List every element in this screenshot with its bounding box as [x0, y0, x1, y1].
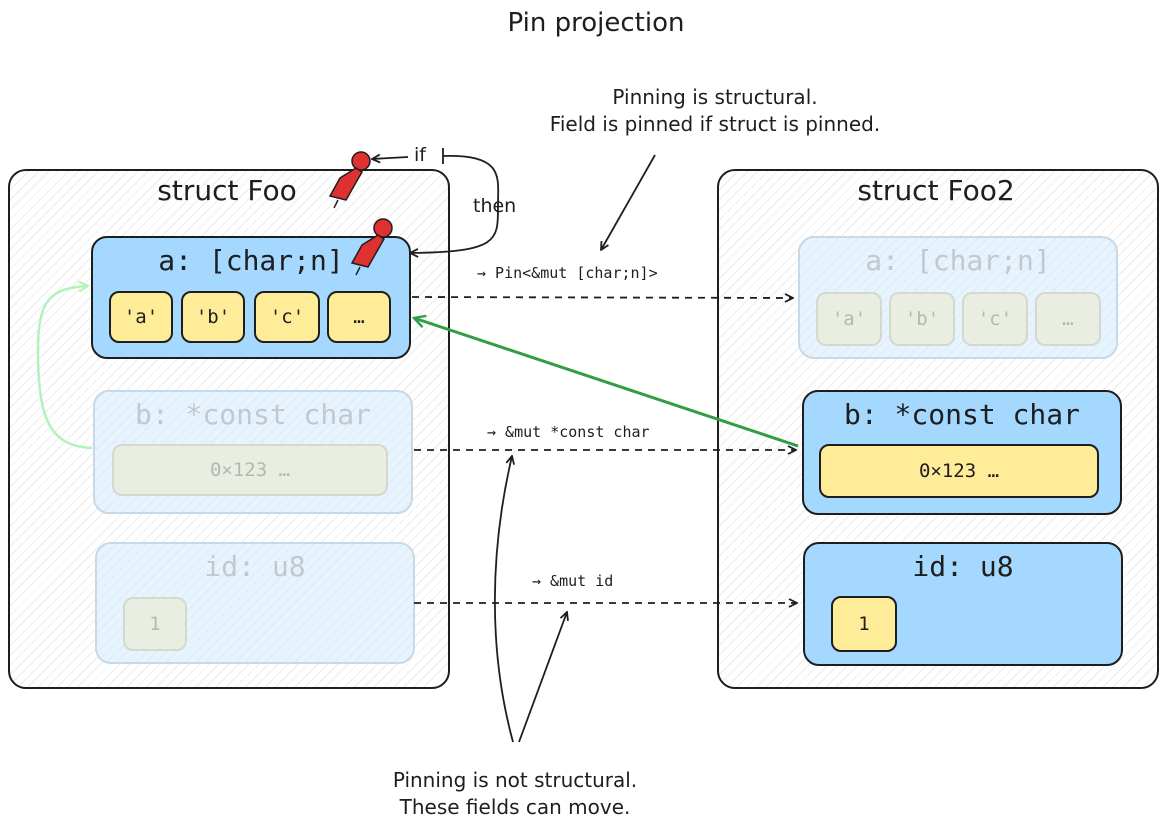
structural-pinning-note: Pinning is structural. Field is pinned i…: [480, 84, 950, 138]
foo2-a-cell-a: 'a': [816, 292, 882, 346]
non-structural-note-arrow-2: [518, 612, 567, 743]
arrow-label-b: → &mut *const char: [487, 423, 650, 441]
foo-field-id-title: id: u8: [204, 550, 306, 583]
then-label: then: [473, 195, 517, 217]
foo-b-value: 0×123 …: [112, 444, 388, 496]
non-structural-pinning-note: Pinning is not structural. These fields …: [300, 767, 730, 821]
foo2-a-cell-b: 'b': [889, 292, 955, 346]
foo-field-b-title: b: *const char: [134, 398, 371, 431]
if-arrow: [372, 157, 409, 159]
foo-a-cell-a: 'a': [109, 291, 173, 343]
foo2-a-cell-ellipsis: …: [1035, 292, 1101, 346]
foo2-field-b-title: b: *const char: [843, 398, 1080, 431]
green-pointer-arrow: [414, 318, 799, 448]
arrow-field-a: [411, 297, 793, 298]
non-structural-note-arrow-1: [493, 456, 513, 743]
foo2-a-cell-c: 'c': [962, 292, 1028, 346]
foo2-field-id-title: id: u8: [912, 550, 1014, 583]
foo-a-cell-c: 'c': [254, 291, 320, 343]
non-structural-pinning-note-line2: These fields can move.: [399, 795, 631, 819]
foo2-id-value: 1: [831, 596, 897, 652]
arrow-label-id: → &mut id: [532, 572, 614, 590]
if-label: if: [414, 144, 426, 166]
pin-icon-struct: [328, 151, 371, 209]
foo2-field-a-title: a: [char;n]: [865, 244, 1051, 277]
structural-pinning-note-line1: Pinning is structural.: [612, 85, 818, 109]
foo-id-value: 1: [123, 597, 187, 651]
arrow-label-a: → Pin<&mut [char;n]>: [477, 264, 658, 282]
structural-pinning-note-line2: Field is pinned if struct is pinned.: [549, 112, 881, 136]
foo-a-cell-ellipsis: …: [327, 291, 391, 343]
non-structural-pinning-note-line1: Pinning is not structural.: [392, 768, 638, 792]
struct-foo2-title: struct Foo2: [857, 174, 1015, 207]
foo2-b-value: 0×123 …: [819, 444, 1099, 498]
diagram-title: Pin projection: [507, 8, 685, 38]
faded-self-pointer-arrow: [36, 286, 93, 450]
foo-field-a-title: a: [char;n]: [158, 244, 344, 277]
pin-icon-field: [350, 218, 393, 276]
structural-note-arrow: [601, 154, 656, 250]
foo-a-cell-b: 'b': [181, 291, 245, 343]
if-then-bracket: [410, 148, 500, 253]
struct-foo-title: struct Foo: [157, 174, 297, 207]
